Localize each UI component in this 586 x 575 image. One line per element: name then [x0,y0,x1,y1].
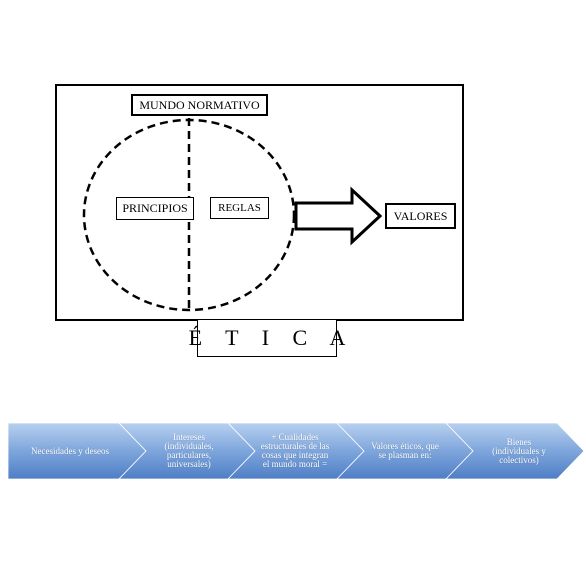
valores-label: VALORES [393,208,448,223]
arrow-to-valores [294,186,383,246]
process-step-4-label: Valores éticos, que se plasman en: [360,423,450,479]
principios-label: PRINCIPIOS [122,201,188,215]
process-step-2-text: Intereses (individuales, particulares, u… [164,432,214,469]
reglas-label: REGLAS [218,202,261,214]
principios-box: PRINCIPIOS [116,197,194,220]
process-step-5-text: Bienes (individuales y colectivos) [492,436,546,465]
process-step-1-text: Necesidades y deseos [31,445,109,456]
process-step-4-text: Valores éticos, que se plasman en: [371,441,439,460]
process-step-5-label: Bienes (individuales y colectivos) [476,423,562,479]
etica-label: É T I C A [188,325,355,350]
process-step-5-shape [445,422,585,480]
valores-box: VALORES [385,203,456,229]
mundo-normativo-box: MUNDO NORMATIVO [131,94,268,116]
etica-box: É T I C A [189,319,345,357]
reglas-box: REGLAS [210,197,269,219]
process-step-3-label: + Cualidades estructurales de las cosas … [250,423,340,479]
process-step-1-label: Necesidades y deseos [14,423,126,479]
process-step-2-label: Intereses (individuales, particulares, u… [146,423,232,479]
mundo-normativo-label: MUNDO NORMATIVO [139,97,260,112]
process-step-3-text: + Cualidades estructurales de las cosas … [260,432,330,469]
